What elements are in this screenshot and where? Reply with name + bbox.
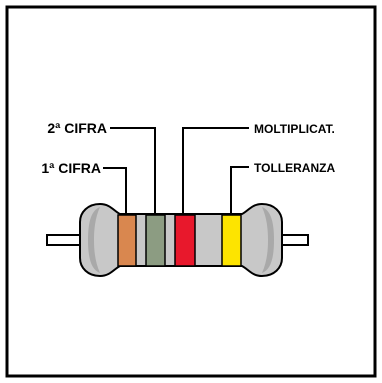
label-multiplier: MOLTIPLICAT. (254, 122, 335, 136)
leader-tolerance (230, 166, 249, 215)
band-multiplier (174, 214, 196, 267)
body-shade-left (88, 207, 100, 273)
label-second-digit: 2ª CIFRA (47, 120, 107, 136)
body-shade-right (262, 207, 274, 273)
band-second-digit (145, 214, 166, 267)
leader-multiplier (182, 127, 249, 215)
band-tolerance (221, 214, 242, 267)
leader-first-digit (103, 167, 127, 215)
frame-border (5, 5, 377, 378)
band-first-digit (117, 214, 137, 267)
leader-second-digit (110, 127, 156, 215)
label-tolerance: TOLLERANZA (254, 161, 335, 175)
label-first-digit: 1ª CIFRA (41, 160, 101, 176)
